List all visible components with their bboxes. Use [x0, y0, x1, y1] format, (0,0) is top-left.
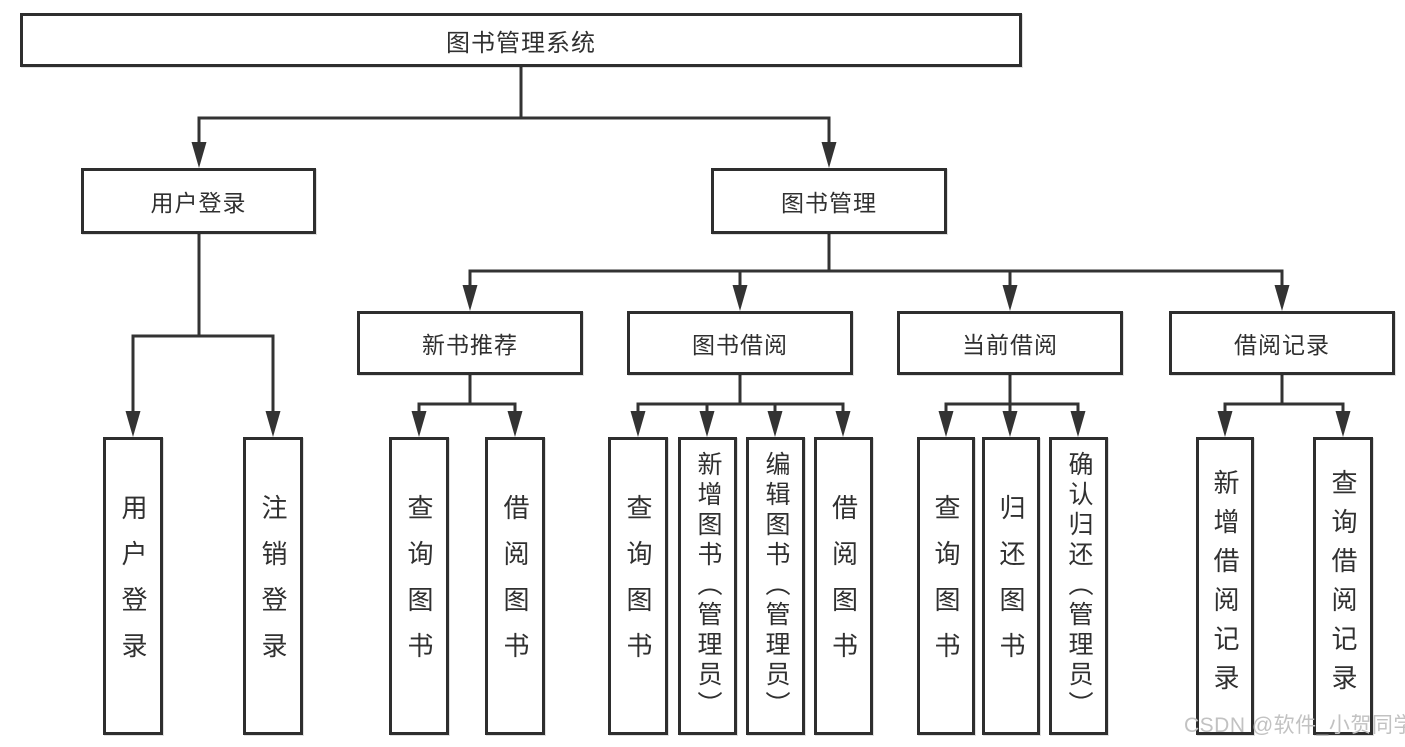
node-cb-confirm-return-admin: 确认归还（管理员） — [1049, 437, 1108, 735]
arrow-down-icon — [1274, 285, 1290, 311]
node-logout-action-label: 注销登录 — [258, 494, 288, 678]
node-login-action: 用户登录 — [103, 437, 163, 735]
node-current-borrowing: 当前借阅 — [897, 311, 1123, 375]
node-current-borrowing-label: 当前借阅 — [962, 332, 1058, 358]
node-user-login: 用户登录 — [81, 168, 316, 234]
arrow-down-icon — [699, 411, 715, 437]
node-book-management: 图书管理 — [711, 168, 947, 234]
node-borrowing-records-label: 借阅记录 — [1234, 332, 1330, 358]
node-bb-add-books-admin: 新增图书（管理员） — [678, 437, 737, 735]
arrow-down-icon — [125, 411, 141, 437]
arrow-down-icon — [732, 285, 748, 311]
arrow-down-icon — [462, 285, 478, 311]
arrowheads — [125, 142, 1351, 437]
csdn-watermark: CSDN @软件_小贺同学 — [1184, 714, 1405, 737]
node-bb-borrow-books-label: 借阅图书 — [828, 494, 859, 678]
node-logout-action: 注销登录 — [243, 437, 303, 735]
node-br-query-record: 查询借阅记录 — [1313, 437, 1373, 735]
node-cb-return-books-label: 归还图书 — [996, 494, 1026, 678]
arrow-down-icon — [411, 411, 427, 437]
node-bb-borrow-books: 借阅图书 — [814, 437, 873, 735]
node-cb-query-books: 查询图书 — [917, 437, 975, 735]
arrow-down-icon — [938, 411, 954, 437]
node-br-add-record-label: 新增借阅记录 — [1210, 469, 1240, 703]
arrow-down-icon — [630, 411, 646, 437]
node-user-login-label: 用户登录 — [150, 190, 247, 216]
node-nbr-borrow-books-label: 借阅图书 — [500, 494, 530, 678]
arrow-down-icon — [265, 411, 281, 437]
node-login-action-label: 用户登录 — [118, 494, 148, 678]
node-cb-query-books-label: 查询图书 — [931, 494, 961, 678]
node-br-query-record-label: 查询借阅记录 — [1328, 469, 1358, 703]
arrow-down-icon — [1002, 411, 1018, 437]
arrow-down-icon — [507, 411, 523, 437]
node-root: 图书管理系统 — [20, 13, 1022, 67]
arrow-down-icon — [191, 142, 207, 168]
node-nbr-query-books-label: 查询图书 — [404, 494, 434, 678]
node-cb-return-books: 归还图书 — [982, 437, 1040, 735]
arrow-down-icon — [821, 142, 837, 168]
node-book-management-label: 图书管理 — [781, 190, 877, 216]
node-book-borrowing-label: 图书借阅 — [692, 332, 788, 358]
node-borrowing-records: 借阅记录 — [1169, 311, 1395, 375]
node-cb-confirm-return-admin-label: 确认归还（管理员） — [1065, 451, 1093, 721]
node-bb-query-books: 查询图书 — [608, 437, 668, 735]
arrow-down-icon — [1335, 411, 1351, 437]
node-new-book-recommend-label: 新书推荐 — [422, 332, 518, 358]
node-nbr-borrow-books: 借阅图书 — [485, 437, 545, 735]
arrow-down-icon — [767, 411, 783, 437]
node-bb-add-books-admin-label: 新增图书（管理员） — [694, 451, 722, 721]
arrow-down-icon — [835, 411, 851, 437]
node-new-book-recommend: 新书推荐 — [357, 311, 583, 375]
node-bb-edit-books-admin-label: 编辑图书（管理员） — [762, 451, 790, 721]
node-bb-query-books-label: 查询图书 — [623, 494, 653, 678]
node-bb-edit-books-admin: 编辑图书（管理员） — [746, 437, 805, 735]
arrow-down-icon — [1217, 411, 1233, 437]
arrow-down-icon — [1002, 285, 1018, 311]
node-nbr-query-books: 查询图书 — [389, 437, 449, 735]
node-book-borrowing: 图书借阅 — [627, 311, 853, 375]
arrow-down-icon — [1070, 411, 1086, 437]
node-root-label: 图书管理系统 — [446, 29, 596, 57]
node-br-add-record: 新增借阅记录 — [1196, 437, 1254, 735]
